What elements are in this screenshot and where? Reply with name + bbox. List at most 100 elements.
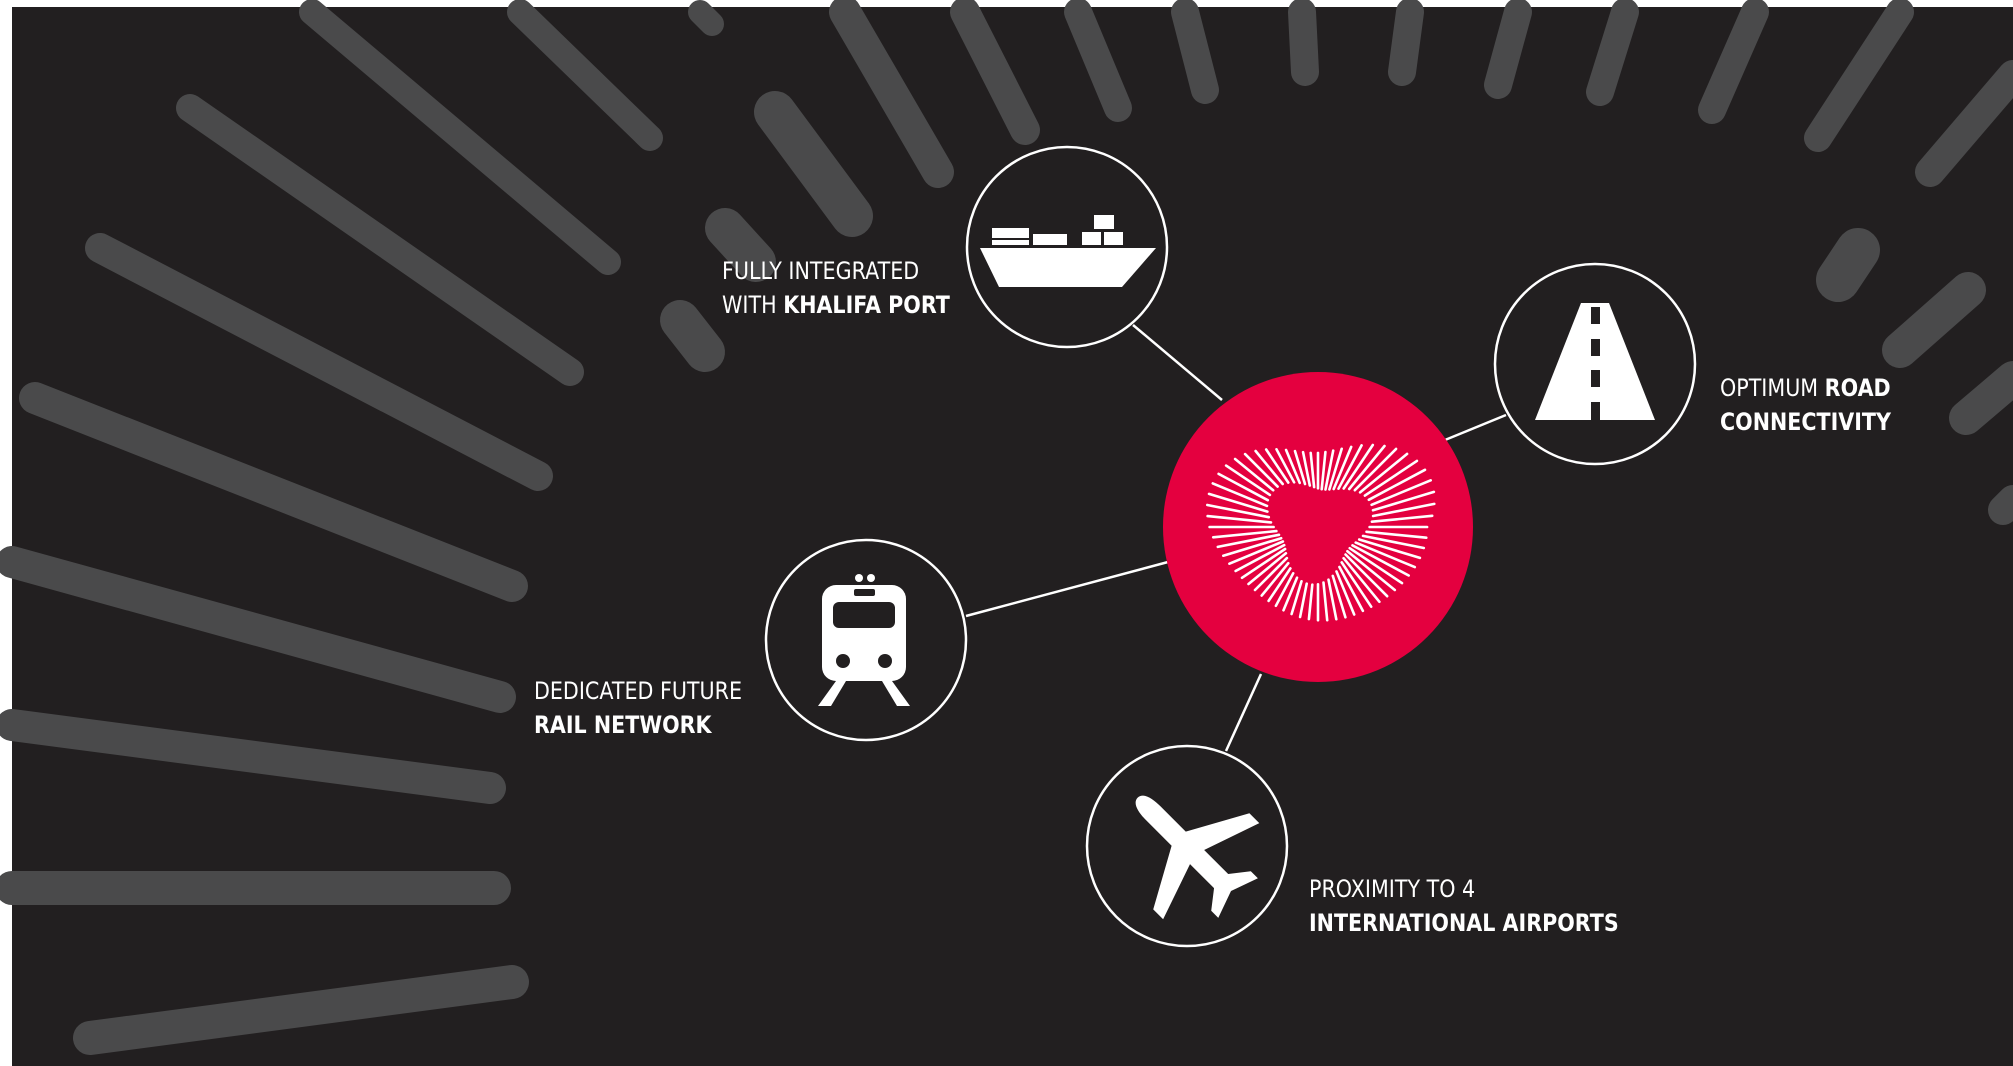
- sunburst-ray: [1216, 533, 1281, 549]
- sunburst-ray: [1264, 448, 1290, 484]
- sunburst-ray: [1324, 449, 1335, 491]
- label-rail: DEDICATED FUTURE RAIL NETWORK: [534, 674, 742, 742]
- sunburst-ray: [1347, 444, 1386, 491]
- sunburst-ray: [1335, 570, 1356, 616]
- ray: [1171, 0, 1219, 104]
- node-port-circle: [965, 145, 1169, 349]
- node-rail-circle: [764, 538, 968, 742]
- node-port: [965, 145, 1169, 349]
- ray: [829, 0, 954, 188]
- sunburst-ray: [1371, 490, 1436, 512]
- sunburst-ray: [1222, 536, 1283, 558]
- node-airports: [1085, 744, 1289, 948]
- node-road: [1493, 262, 1697, 466]
- sunburst-ray: [1206, 514, 1273, 524]
- sunburst-ray: [1344, 553, 1389, 598]
- train-icon: [818, 574, 910, 706]
- label-rail-line1: DEDICATED FUTURE: [534, 677, 743, 705]
- label-road: OPTIMUM ROAD CONNECTIVITY: [1720, 371, 1891, 439]
- sunburst-ray: [1254, 449, 1284, 486]
- ray: [688, 0, 724, 36]
- cargo-ship-icon: [980, 215, 1156, 287]
- sunburst-ray: [1322, 581, 1329, 622]
- ray: [1064, 0, 1132, 122]
- sunburst-ray: [1293, 449, 1307, 486]
- sunburst-ray: [1243, 452, 1279, 488]
- sunburst-ray: [1247, 551, 1288, 586]
- sunburst-ray: [1332, 445, 1353, 491]
- ray: [1882, 272, 1986, 368]
- label-rail-line2: RAIL NETWORK: [534, 711, 712, 739]
- sunburst-ray: [1351, 544, 1410, 577]
- sunburst-ray: [1290, 579, 1303, 616]
- ray: [1816, 228, 1880, 302]
- background-panel: [12, 7, 2013, 1066]
- sunburst-ray: [1284, 448, 1301, 485]
- label-road-line1-light: OPTIMUM: [1720, 374, 1825, 402]
- node-road-circle: [1493, 262, 1697, 466]
- label-airports-line1: PROXIMITY TO 4: [1309, 875, 1476, 903]
- ray: [660, 300, 725, 372]
- connector-port: [1132, 324, 1223, 401]
- ray: [0, 546, 516, 713]
- ray: [85, 233, 553, 491]
- label-port-line1: FULLY INTEGRATED: [722, 257, 920, 285]
- label-port: FULLY INTEGRATED WITH KHALIFA PORT: [722, 254, 950, 322]
- sunburst-ray: [1331, 574, 1347, 619]
- ray: [1586, 0, 1639, 106]
- sunburst-ray: [1371, 502, 1436, 518]
- sunburst-ray: [1370, 478, 1432, 507]
- connector-airports: [1224, 673, 1263, 752]
- sunburst-ray: [1338, 565, 1365, 613]
- sunburst-ray: [1211, 529, 1278, 539]
- sunburst-ray: [1307, 583, 1314, 621]
- sunburst-ray: [1234, 543, 1286, 573]
- label-road-line2: CONNECTIVITY: [1720, 408, 1891, 436]
- sunburst-ray: [1361, 534, 1426, 550]
- sunburst-ray: [1342, 443, 1375, 490]
- sunburst-logo-icon: [1206, 443, 1436, 622]
- sunburst-ray: [1211, 482, 1269, 508]
- sunburst-ray: [1253, 556, 1289, 592]
- sunburst-ray: [1298, 582, 1308, 619]
- label-port-line2-bold: KHALIFA PORT: [783, 291, 950, 319]
- sunburst-ray: [1224, 464, 1272, 497]
- ray: [1698, 0, 1769, 124]
- road-icon: [1535, 303, 1655, 420]
- ray: [176, 94, 584, 386]
- ray: [73, 965, 529, 1055]
- sunburst-ray: [1346, 549, 1397, 592]
- connector-road: [1444, 413, 1507, 442]
- sunburst-ray: [1353, 447, 1398, 492]
- sunburst-ray: [1340, 561, 1373, 609]
- ray: [0, 709, 506, 804]
- ray: [1988, 485, 2013, 525]
- sunburst-ray: [1370, 514, 1434, 524]
- ray: [705, 208, 776, 282]
- sunburst-ray: [1327, 578, 1338, 621]
- ray: [1915, 60, 2013, 187]
- sunburst-ray: [1358, 452, 1409, 494]
- ray: [299, 0, 621, 275]
- ray: [507, 0, 663, 151]
- sunburst-ray: [1233, 457, 1275, 492]
- sunburst-ray: [1328, 447, 1343, 491]
- node-rail: [764, 538, 968, 742]
- sunburst-ray: [1365, 530, 1428, 540]
- label-port-line2-light: WITH: [722, 291, 784, 319]
- sunburst-ray: [1309, 451, 1316, 489]
- sunburst-ray: [1301, 450, 1312, 487]
- airplane-icon: [1135, 795, 1260, 920]
- sunburst-ray: [1275, 447, 1296, 484]
- label-airports: PROXIMITY TO 4 INTERNATIONAL AIRPORTS: [1309, 872, 1619, 940]
- ray: [950, 0, 1040, 145]
- ray: [1388, 0, 1424, 86]
- label-airports-line2: INTERNATIONAL AIRPORTS: [1309, 909, 1619, 937]
- node-airports-circle: [1085, 744, 1289, 948]
- sunburst-ray: [1282, 576, 1299, 612]
- sunburst-ray: [1363, 459, 1419, 497]
- label-road-line1: OPTIMUM ROAD: [1720, 371, 1891, 405]
